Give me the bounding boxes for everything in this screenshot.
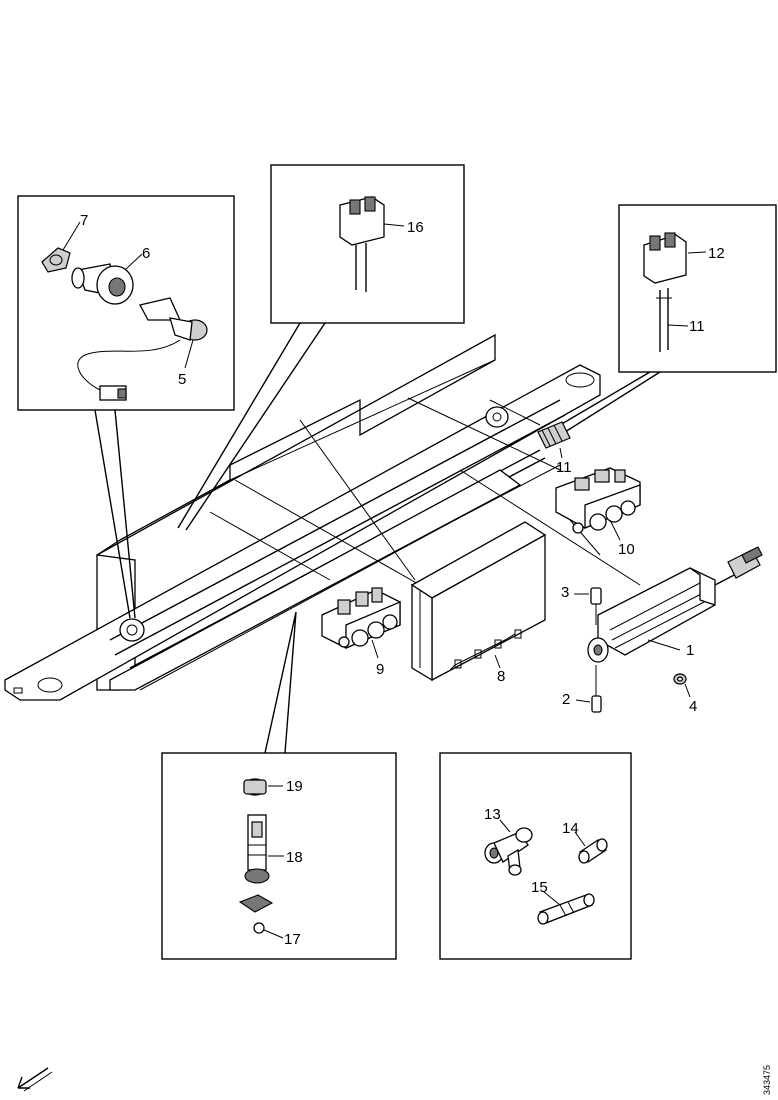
inset-box-connector-16 (270, 164, 465, 324)
inset-box-valve-parts (161, 752, 397, 960)
leader-lines (94, 322, 661, 754)
part-19-cap (243, 778, 267, 796)
part-8-control-unit (410, 521, 547, 682)
callout-16: 16 (407, 219, 424, 236)
part-11-sleeve (537, 421, 571, 449)
document-id: 343475 (762, 1065, 772, 1095)
part-13-t-fitting (484, 827, 533, 876)
inset-box-sensor (17, 195, 235, 411)
callout-5: 5 (178, 371, 186, 388)
part-12-connector (643, 232, 687, 352)
part-7-gasket (41, 247, 71, 273)
callout-2: 2 (562, 691, 570, 708)
callout-15: 15 (531, 879, 548, 896)
callout-4: 4 (689, 698, 697, 715)
inset-box-fittings (439, 752, 632, 960)
callout-3: 3 (561, 584, 569, 601)
part-5-sensor-cable (77, 297, 208, 401)
callout-8: 8 (497, 668, 505, 685)
callout-6: 6 (142, 245, 150, 262)
callout-7: 7 (80, 212, 88, 229)
callout-13: 13 (484, 806, 501, 823)
part-4-nut (673, 673, 687, 685)
part-6-sensor-housing (71, 263, 134, 305)
part-14-union (578, 838, 608, 864)
callout-14: 14 (562, 820, 579, 837)
callout-19: 19 (286, 778, 303, 795)
callout-leaders (62, 221, 707, 939)
chassis-frame (4, 333, 601, 701)
callout-11-lower: 11 (556, 459, 572, 476)
callout-12: 12 (708, 245, 725, 262)
part-17-o-ring (253, 922, 265, 934)
callout-labels: 1 2 3 4 5 6 7 8 9 10 11 11 12 13 14 15 1… (80, 212, 725, 948)
callout-18: 18 (286, 849, 303, 866)
part-16-connector (339, 196, 385, 292)
part-10-valve-block (555, 467, 641, 534)
callout-9: 9 (376, 661, 384, 678)
part-3-pin (590, 587, 602, 625)
part-gasket-small (238, 894, 274, 913)
callout-11-inset: 11 (689, 318, 705, 335)
part-18-valve-stem (244, 814, 270, 884)
part-2-pin (591, 665, 602, 713)
part-1-actuator (587, 546, 763, 663)
callout-10: 10 (618, 541, 635, 558)
arrow-icon (17, 1067, 53, 1092)
part-15-long-union (537, 893, 595, 925)
callout-1: 1 (686, 642, 694, 659)
inset-box-connector-12 (618, 204, 777, 373)
callout-17: 17 (284, 931, 301, 948)
part-9-valve-block (321, 587, 401, 649)
